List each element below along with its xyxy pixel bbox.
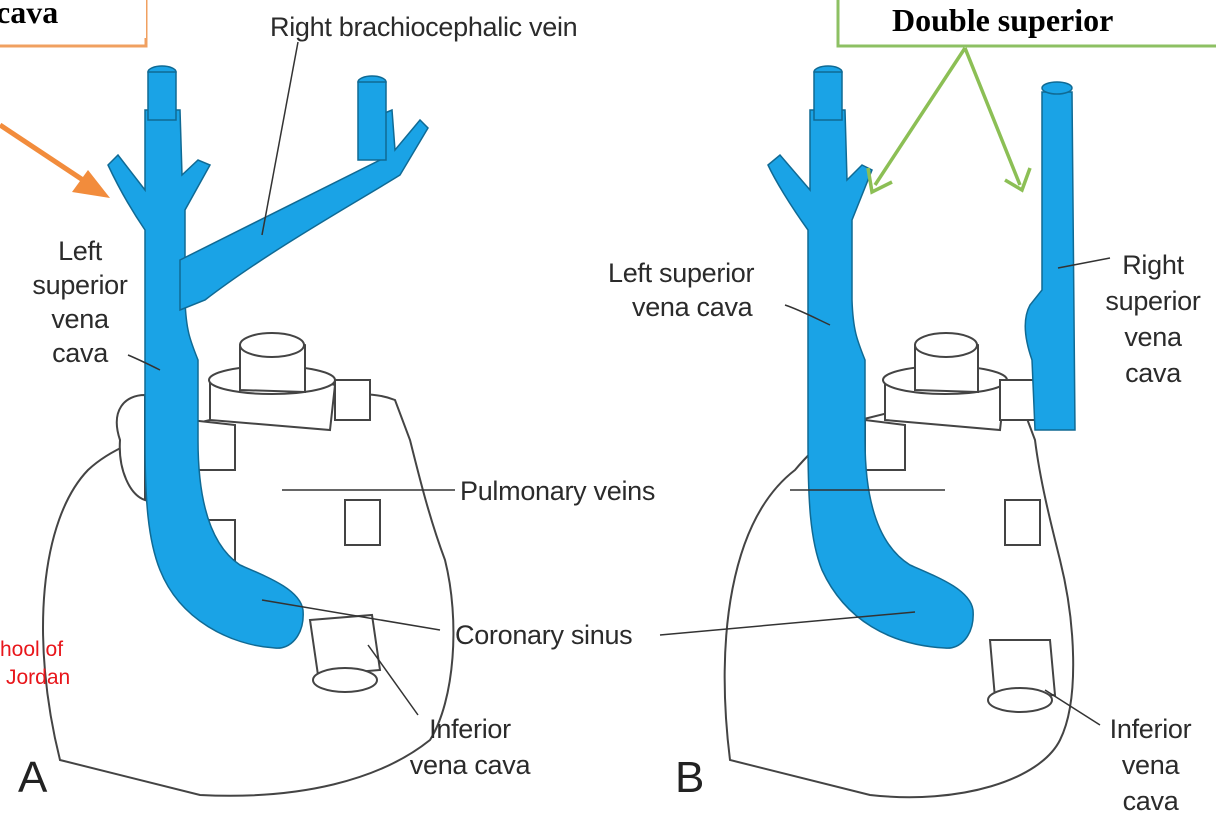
label-a-left-sup-1: Left <box>30 234 130 268</box>
label-a-left-sup-2: superior <box>12 268 148 302</box>
label-b-left-sup-1: Left superior <box>608 256 754 290</box>
green-arrows <box>868 48 1030 192</box>
right-annotation-box: Double superior <box>841 0 1216 43</box>
label-b-right-sup-2: superior <box>1090 284 1216 318</box>
label-a-left-sup-4: cava <box>30 336 130 370</box>
label-a-inferior-1: Inferior <box>380 712 560 746</box>
watermark-line-1: hool of <box>0 636 63 664</box>
label-right-brachiocephalic-vein: Right brachiocephalic vein <box>270 10 577 44</box>
right-annotation-text: Double superior <box>892 0 1113 40</box>
label-pulmonary-veins: Pulmonary veins <box>460 474 655 508</box>
label-b-inferior-2: vena <box>1085 748 1216 782</box>
label-b-inferior-1: Inferior <box>1085 712 1216 746</box>
label-b-inferior-3: cava <box>1085 784 1216 818</box>
orange-arrow <box>0 125 110 198</box>
watermark-line-2: Jordan <box>6 664 70 692</box>
label-a-inferior-2: vena cava <box>380 748 560 782</box>
label-b-right-sup-3: vena <box>1090 320 1216 354</box>
label-b-left-sup-2: vena cava <box>632 290 752 324</box>
panel-label-b: B <box>675 755 704 801</box>
label-b-right-sup-4: cava <box>1090 356 1216 390</box>
label-a-left-sup-3: vena <box>30 302 130 336</box>
left-annotation-text: cava <box>0 0 58 32</box>
left-annotation-box: cava <box>0 0 146 38</box>
label-b-right-sup-1: Right <box>1090 248 1216 282</box>
panel-label-a: A <box>18 755 47 801</box>
label-coronary-sinus: Coronary sinus <box>455 618 632 652</box>
